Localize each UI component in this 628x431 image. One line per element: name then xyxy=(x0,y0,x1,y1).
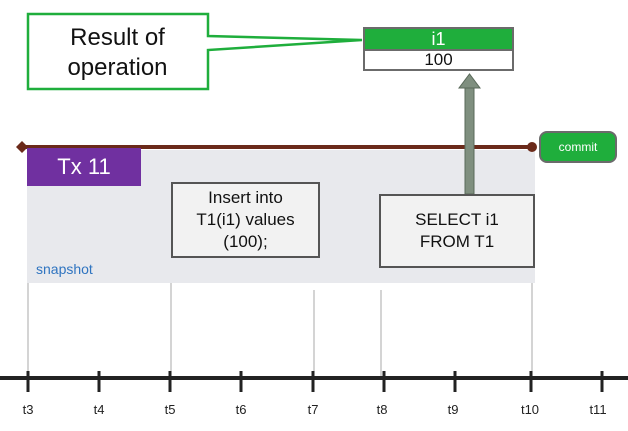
tick-label-t4: t4 xyxy=(93,402,105,417)
insert-line-2: T1(i1) values xyxy=(196,210,295,229)
insert-line-3: (100); xyxy=(223,232,268,251)
insert-operation-box: Insert into T1(i1) values (100); xyxy=(171,182,320,258)
callout-line-1: Result of xyxy=(70,24,165,51)
select-operation-box: SELECT i1 FROM T1 xyxy=(379,194,535,268)
tick-label-t6: t6 xyxy=(235,402,247,417)
result-cell-value: 100 xyxy=(363,49,514,71)
tick-label-t9: t9 xyxy=(447,402,459,417)
tick-label-t11: t11 xyxy=(589,402,607,417)
transaction-label: Tx 11 xyxy=(27,148,141,186)
select-line-2: FROM T1 xyxy=(419,232,495,251)
tick-label-t3: t3 xyxy=(22,402,34,417)
tick-label-t7: t7 xyxy=(307,402,319,417)
tick-label-t10: t10 xyxy=(520,402,540,417)
result-arrow-head xyxy=(458,73,481,89)
callout-line-2: operation xyxy=(67,54,168,81)
timeline-ticks xyxy=(26,371,604,392)
insert-line-1: Insert into xyxy=(208,188,283,207)
result-callout: Result of operation xyxy=(35,18,200,88)
tick-label-t8: t8 xyxy=(376,402,388,417)
select-line-1: SELECT i1 xyxy=(415,210,499,229)
tick-label-t5: t5 xyxy=(164,402,176,417)
result-column-header: i1 xyxy=(363,27,514,49)
commit-badge: commit xyxy=(539,131,617,163)
snapshot-label: snapshot xyxy=(36,261,93,277)
